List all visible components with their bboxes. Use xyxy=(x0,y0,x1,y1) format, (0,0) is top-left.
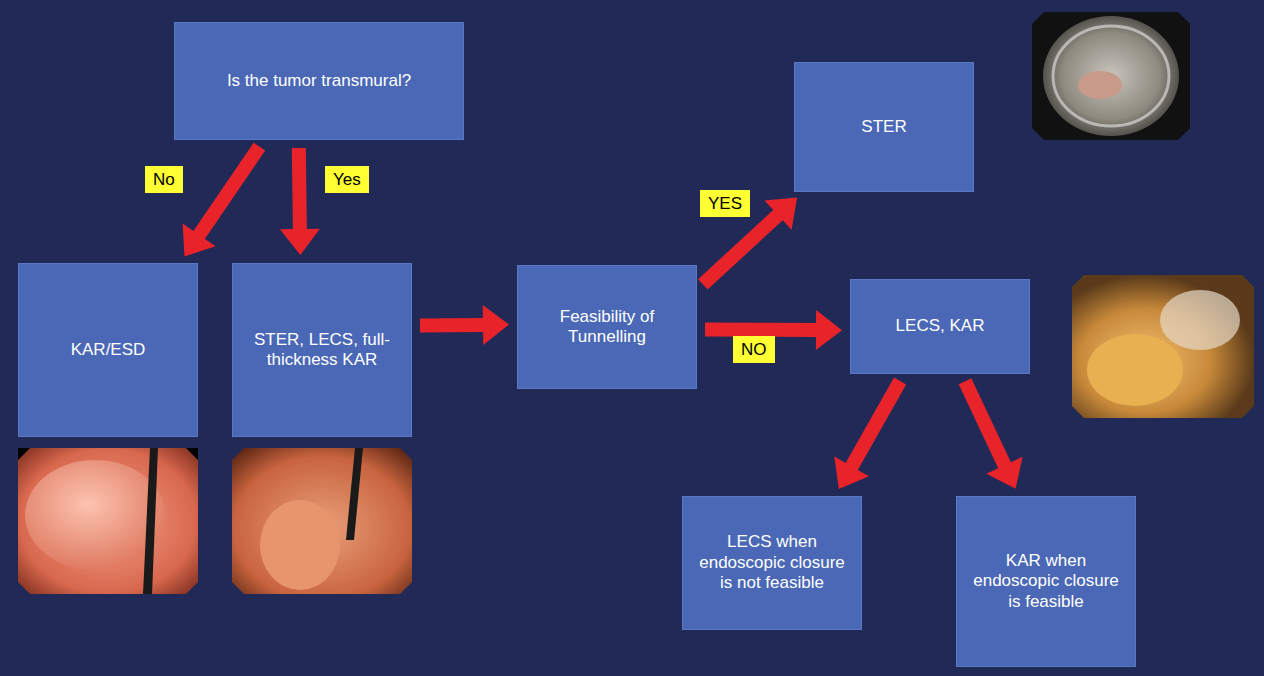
photo-tunnel-view xyxy=(1032,12,1190,140)
photo-submucosal-tumor xyxy=(18,448,198,594)
process-box: KAR/ESD xyxy=(18,263,198,437)
process-box: LECS when endoscopic closure is not feas… xyxy=(682,496,862,630)
block-arrow xyxy=(959,378,1023,489)
process-box: LECS, KAR xyxy=(850,279,1030,374)
process-box: STER xyxy=(794,62,974,192)
process-box: STER, LECS, full-thickness KAR xyxy=(232,263,412,437)
box-text: STER, LECS, full-thickness KAR xyxy=(243,330,401,371)
block-arrow xyxy=(183,143,266,257)
process-box: Is the tumor transmural? xyxy=(174,22,464,140)
box-text: LECS when endoscopic closure is not feas… xyxy=(693,532,851,593)
edge-label: Yes xyxy=(325,166,369,193)
box-text: Is the tumor transmural? xyxy=(227,71,411,91)
block-arrow xyxy=(420,305,509,345)
process-box: KAR when endoscopic closure is feasible xyxy=(956,496,1136,667)
process-box: Feasibility of Tunnelling xyxy=(517,265,697,389)
edge-label: NO xyxy=(733,336,775,363)
edge-label: No xyxy=(145,166,183,193)
box-text: Feasibility of Tunnelling xyxy=(528,307,686,348)
photo-resection-view xyxy=(1072,275,1254,418)
edge-label: YES xyxy=(700,190,750,217)
box-text: KAR/ESD xyxy=(71,340,146,360)
block-arrow xyxy=(834,378,906,490)
box-text: LECS, KAR xyxy=(896,316,985,336)
block-arrow xyxy=(280,148,320,255)
photo-transmural-tumor xyxy=(232,448,412,594)
box-text: STER xyxy=(861,117,906,137)
box-text: KAR when endoscopic closure is feasible xyxy=(967,551,1125,612)
